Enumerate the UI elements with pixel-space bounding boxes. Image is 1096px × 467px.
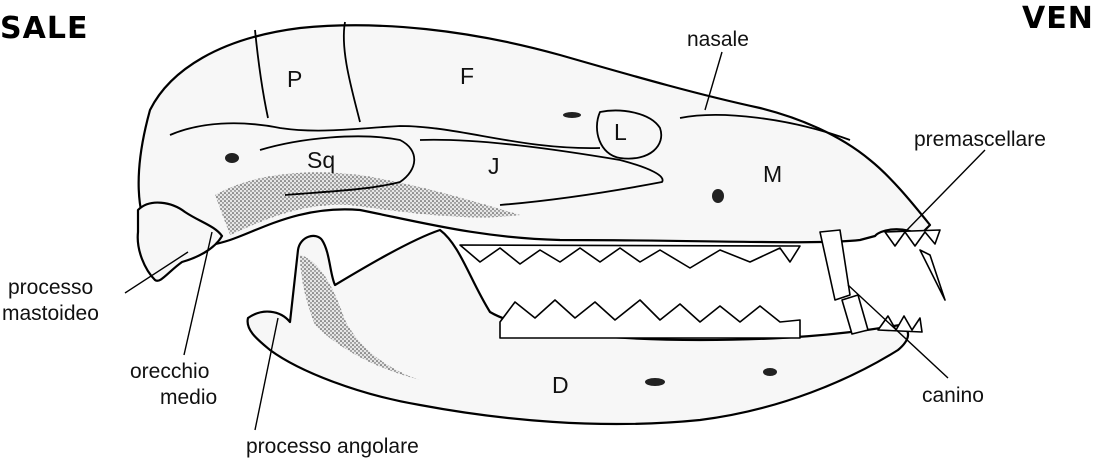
- leader-premascellare: [905, 150, 985, 232]
- bone-label-parietal: P: [287, 66, 302, 92]
- bone-label-jugal: J: [488, 153, 500, 179]
- label-premascellare: premascellare: [914, 128, 1046, 151]
- bone-label-lacrimal: L: [614, 119, 627, 145]
- bone-label-maxilla: M: [763, 161, 782, 187]
- bone-label-frontal: F: [460, 63, 474, 89]
- label-processo-mastoideo-line1: processo: [8, 276, 93, 299]
- label-orecchio-medio-line1: orecchio: [130, 360, 209, 383]
- label-nasale: nasale: [687, 28, 749, 51]
- label-processo-angolare: processo angolare: [246, 435, 419, 458]
- cranium: [139, 22, 930, 247]
- bone-label-dentary: D: [552, 372, 569, 398]
- lower-teeth: [500, 295, 922, 338]
- label-canino: canino: [922, 384, 984, 407]
- handwritten-left-word: SALE: [0, 11, 88, 46]
- handwritten-right-word: VEN: [1022, 1, 1094, 36]
- label-orecchio-medio-line2: medio: [160, 386, 217, 409]
- label-processo-mastoideo-line2: mastoideo: [2, 302, 99, 325]
- bone-label-squamosal: Sq: [307, 147, 335, 173]
